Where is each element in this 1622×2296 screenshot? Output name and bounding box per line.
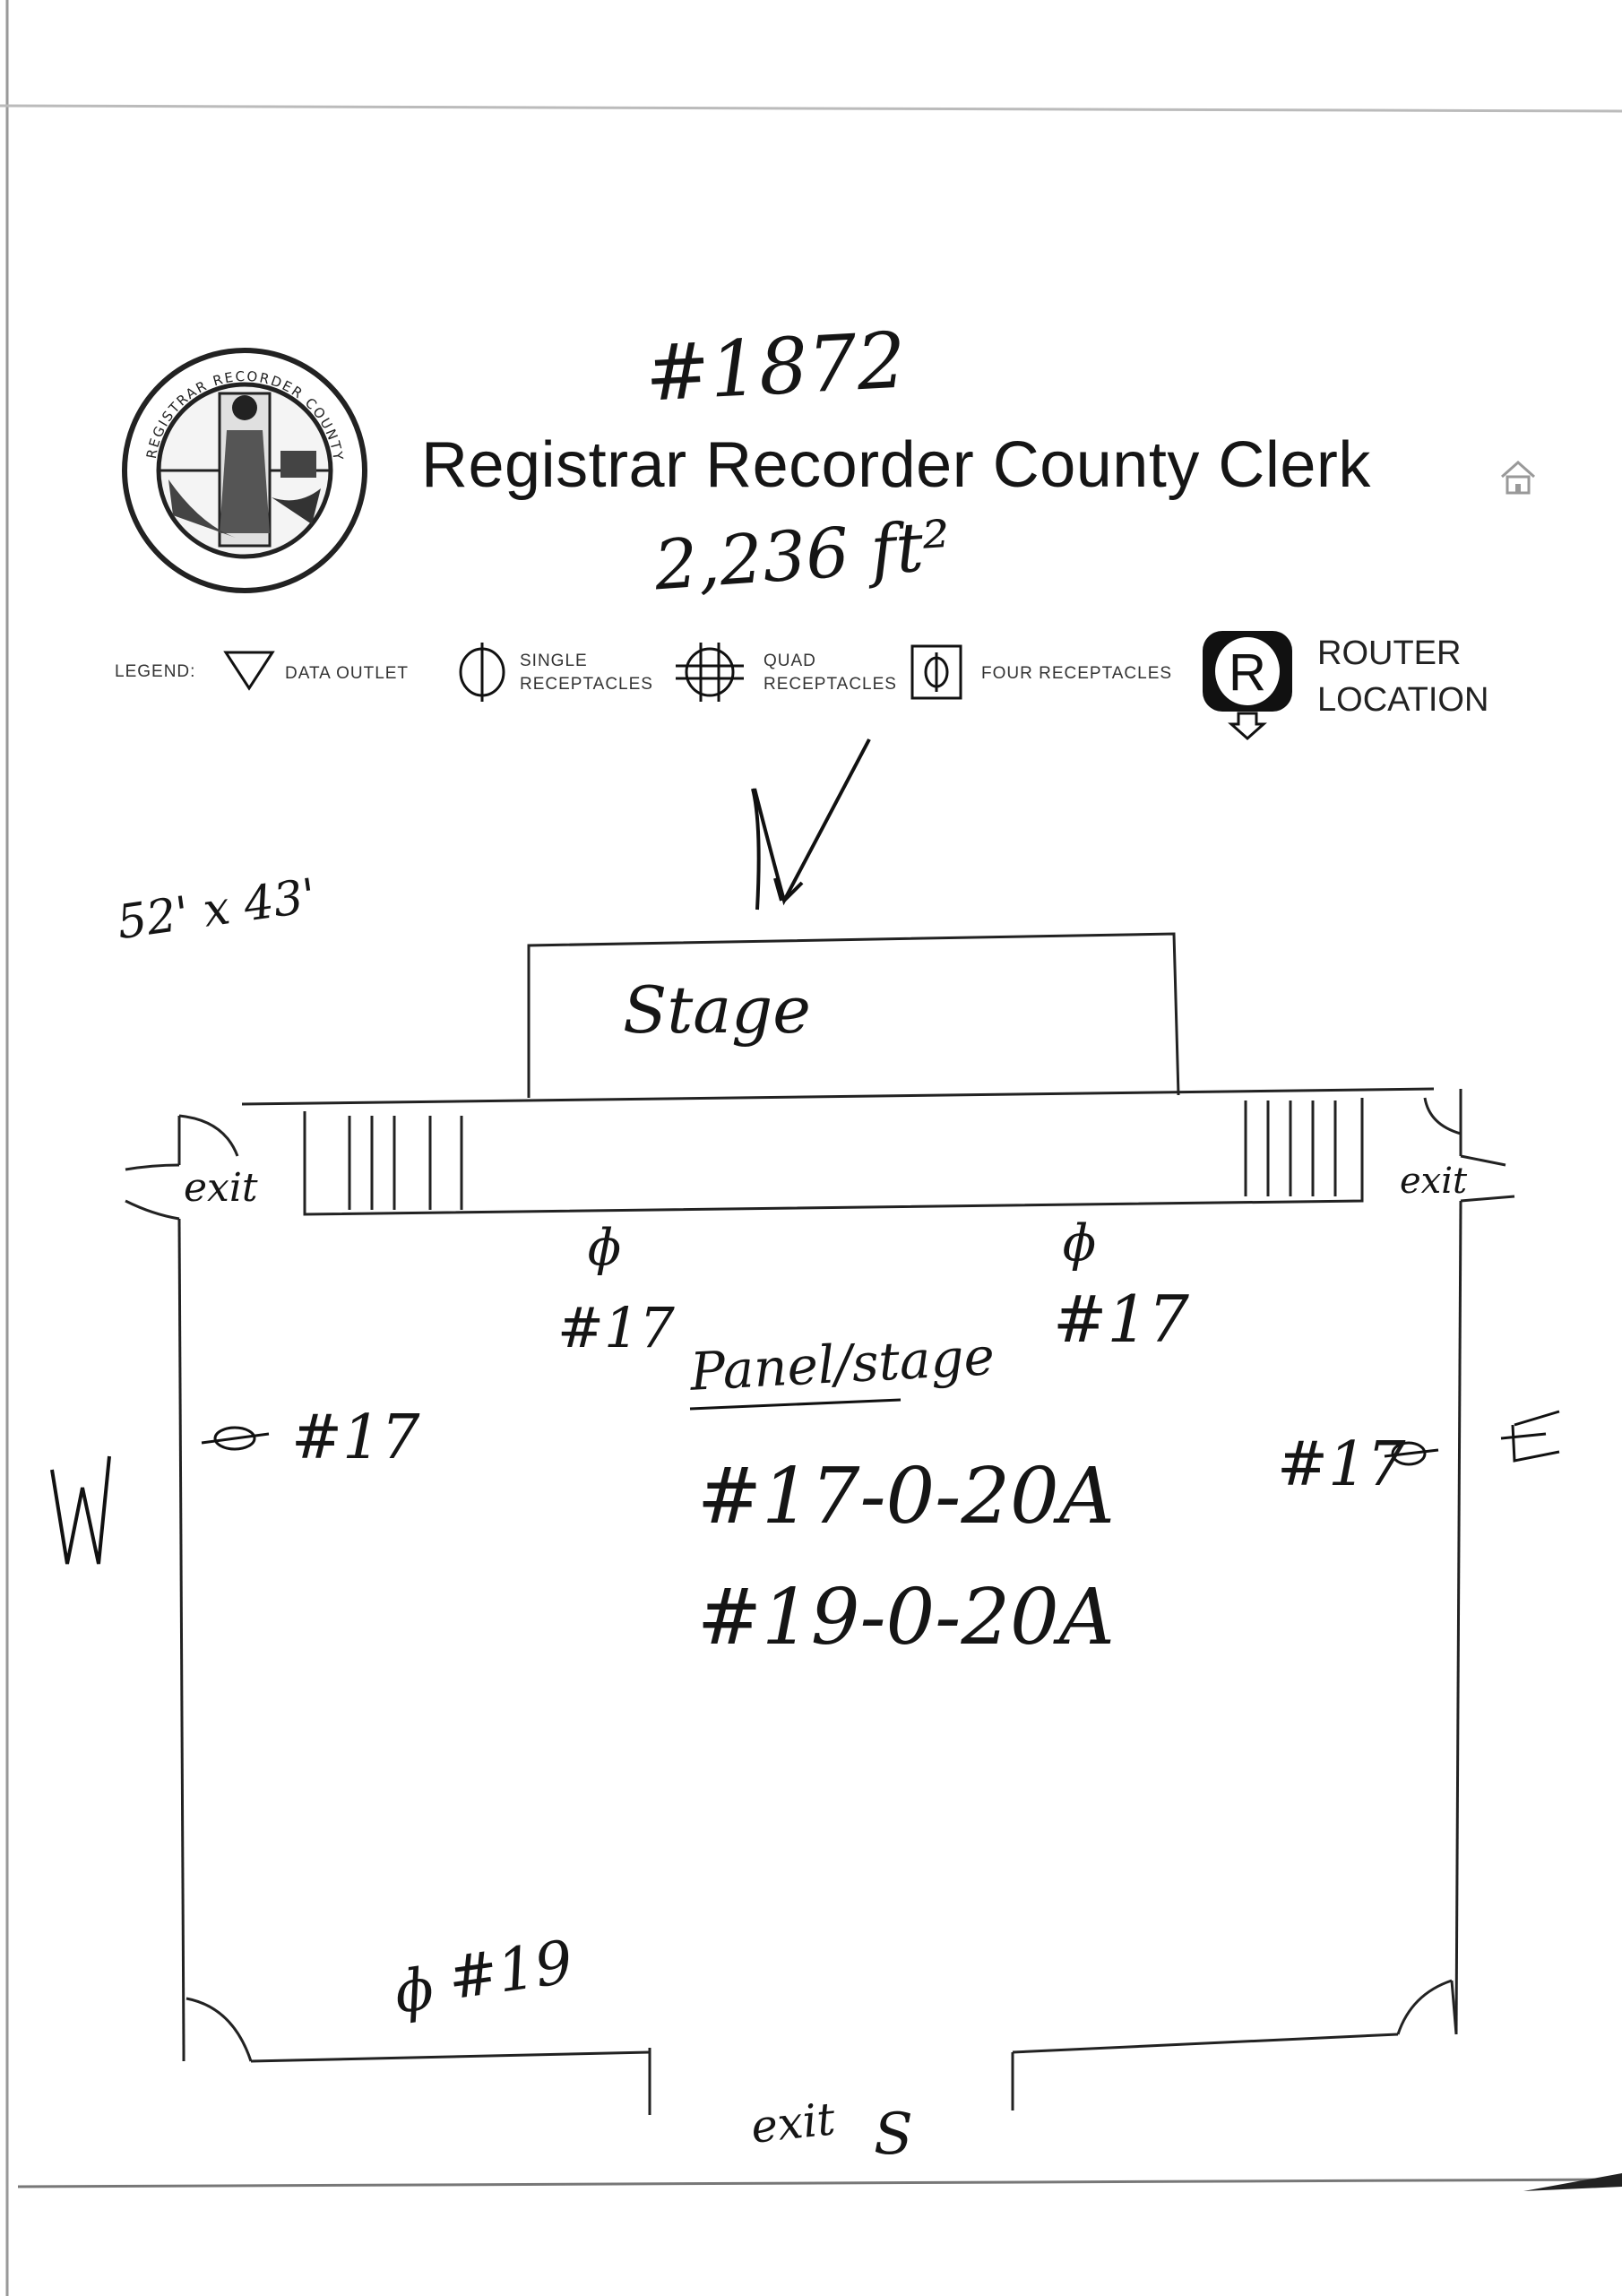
legend-single-line1: SINGLE <box>520 652 588 670</box>
single-receptacle-icon <box>459 643 505 702</box>
south-label: S <box>874 2102 913 2168</box>
router-label-line2: LOCATION <box>1317 681 1489 719</box>
legend-label: LEGEND: <box>115 662 196 681</box>
legend-four-label: FOUR RECEPTACLES <box>981 664 1173 683</box>
legend-quad-line1: QUAD <box>764 652 816 670</box>
outlet-1-symbol: ɸ <box>587 1219 622 1277</box>
outlet-3-label: #17 <box>291 1403 420 1473</box>
data-outlet-triangle-icon <box>223 651 275 691</box>
router-r-icon: R <box>1203 631 1292 741</box>
four-receptacle-box-icon <box>910 644 962 700</box>
outlet-4-label: #17 <box>1277 1429 1406 1500</box>
exit-bottom-label: exit <box>748 2093 838 2154</box>
stage-label: Stage <box>623 972 811 1048</box>
quad-receptacle-icon <box>676 643 744 702</box>
outlet-2-symbol: ɸ <box>1062 1214 1097 1273</box>
router-glyph: R <box>1229 643 1266 702</box>
panel-circuit-1: #17-0-20A <box>697 1452 1115 1541</box>
north-arrow-icon <box>751 738 871 911</box>
panel-circuit-2: #19-0-20A <box>697 1573 1115 1662</box>
exit-left-label: exit <box>184 1165 258 1211</box>
legend-single-line2: RECEPTACLES <box>520 675 653 694</box>
outlet-2-label: #17 <box>1053 1282 1189 1357</box>
router-label-line1: ROUTER <box>1317 634 1462 672</box>
exit-right-label: exit <box>1400 1161 1468 1202</box>
outlet-1-label: #17 <box>557 1295 675 1360</box>
county-seal-icon: REGISTRAR RECORDER COUNTY CLERK · COUNTY… <box>119 345 367 593</box>
legend-data-outlet-label: DATA OUTLET <box>285 664 410 683</box>
page-title: Registrar Recorder County Clerk <box>421 429 1371 501</box>
home-icon <box>1501 460 1535 495</box>
legend-quad-line2: RECEPTACLES <box>764 675 897 694</box>
